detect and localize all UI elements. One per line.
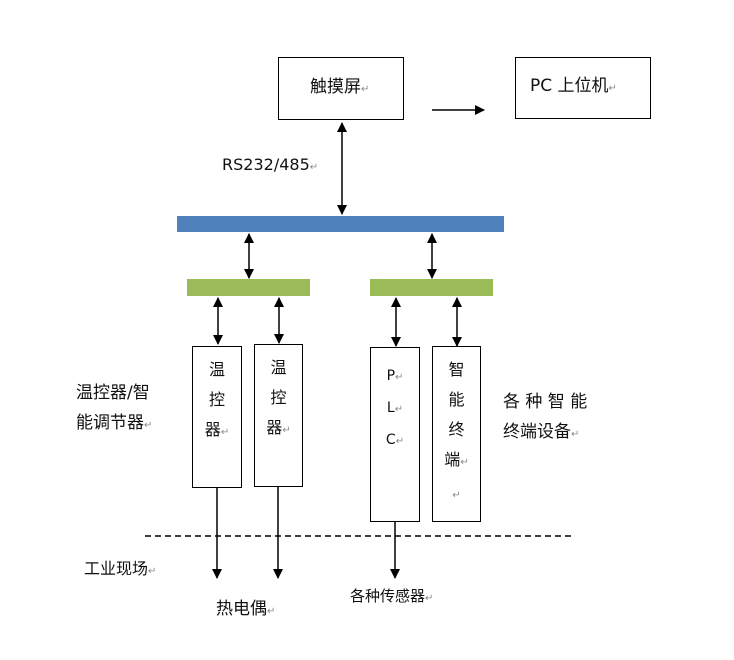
plc-char-l: L: [386, 400, 395, 416]
right-group-label: 各 种 智 能 终端设备↵: [503, 387, 587, 450]
protocol-text: RS232/485: [222, 155, 310, 174]
left-group-line-1: 温控器/智: [76, 383, 150, 403]
sensors-label: 各种传感器↵: [350, 585, 433, 606]
main-bus: [177, 216, 504, 232]
sub-bus-right: [370, 279, 493, 296]
terminal-char-4: 端: [444, 450, 461, 469]
sensors-text: 各种传感器: [350, 587, 426, 605]
tc1-char-1: 温: [208, 360, 225, 379]
pc-host-text: PC 上位机: [530, 76, 609, 96]
thermocouple-text: 热电偶: [216, 599, 267, 619]
right-group-line-1: 各 种 智 能: [503, 392, 588, 412]
left-group-line-2: 能调节器: [76, 413, 144, 433]
paragraph-mark: ↵: [571, 429, 580, 440]
touchscreen-box: 触摸屏↵: [278, 57, 404, 120]
right-group-line-2: 终端设备: [503, 422, 571, 442]
paragraph-mark: ↵: [425, 593, 434, 604]
plc-char-p: P: [386, 368, 396, 384]
touchscreen-text: 触摸屏: [310, 77, 361, 97]
smart-terminal-box: 智 能 终 端↵ ↵: [432, 346, 481, 522]
tc2-char-2: 控: [270, 388, 287, 407]
paragraph-mark: ↵: [148, 566, 157, 577]
paragraph-mark: ↵: [395, 372, 404, 383]
paragraph-mark: ↵: [282, 425, 291, 436]
tc2-char-1: 温: [270, 358, 287, 377]
tc2-char-3: 器: [266, 418, 283, 437]
pc-host-box: PC 上位机↵: [515, 57, 651, 119]
protocol-label: RS232/485↵: [222, 155, 318, 174]
paragraph-mark: ↵: [608, 83, 617, 94]
paragraph-mark: ↵: [220, 427, 230, 438]
touchscreen-label: 触摸屏↵: [310, 72, 369, 97]
paragraph-mark: ↵: [394, 404, 404, 415]
tc1-char-3: 器: [204, 420, 221, 439]
terminal-char-3: 终: [448, 420, 465, 439]
field-text: 工业现场: [84, 559, 149, 578]
paragraph-mark: ↵: [144, 420, 153, 431]
thermocouple-label: 热电偶↵: [216, 594, 275, 619]
paragraph-mark: ↵: [361, 84, 370, 95]
paragraph-mark: ↵: [309, 162, 319, 173]
paragraph-mark: ↵: [395, 436, 405, 447]
terminal-char-2: 能: [448, 390, 465, 409]
plc-char-c: C: [385, 432, 396, 448]
temp-controller-2-box: 温 控 器↵: [254, 344, 303, 487]
plc-box: P↵ L↵ C↵: [370, 347, 420, 522]
tc1-char-2: 控: [208, 390, 225, 409]
temp-controller-1-box: 温 控 器↵: [192, 346, 242, 488]
sub-bus-left: [187, 279, 310, 296]
paragraph-mark: ↵: [452, 490, 461, 501]
terminal-char-1: 智: [448, 360, 465, 379]
pc-host-label: PC 上位机↵: [530, 71, 617, 96]
field-label: 工业现场↵: [84, 555, 156, 579]
paragraph-mark: ↵: [460, 457, 469, 468]
left-group-label: 温控器/智 能调节器↵: [76, 378, 152, 441]
paragraph-mark: ↵: [267, 606, 276, 617]
